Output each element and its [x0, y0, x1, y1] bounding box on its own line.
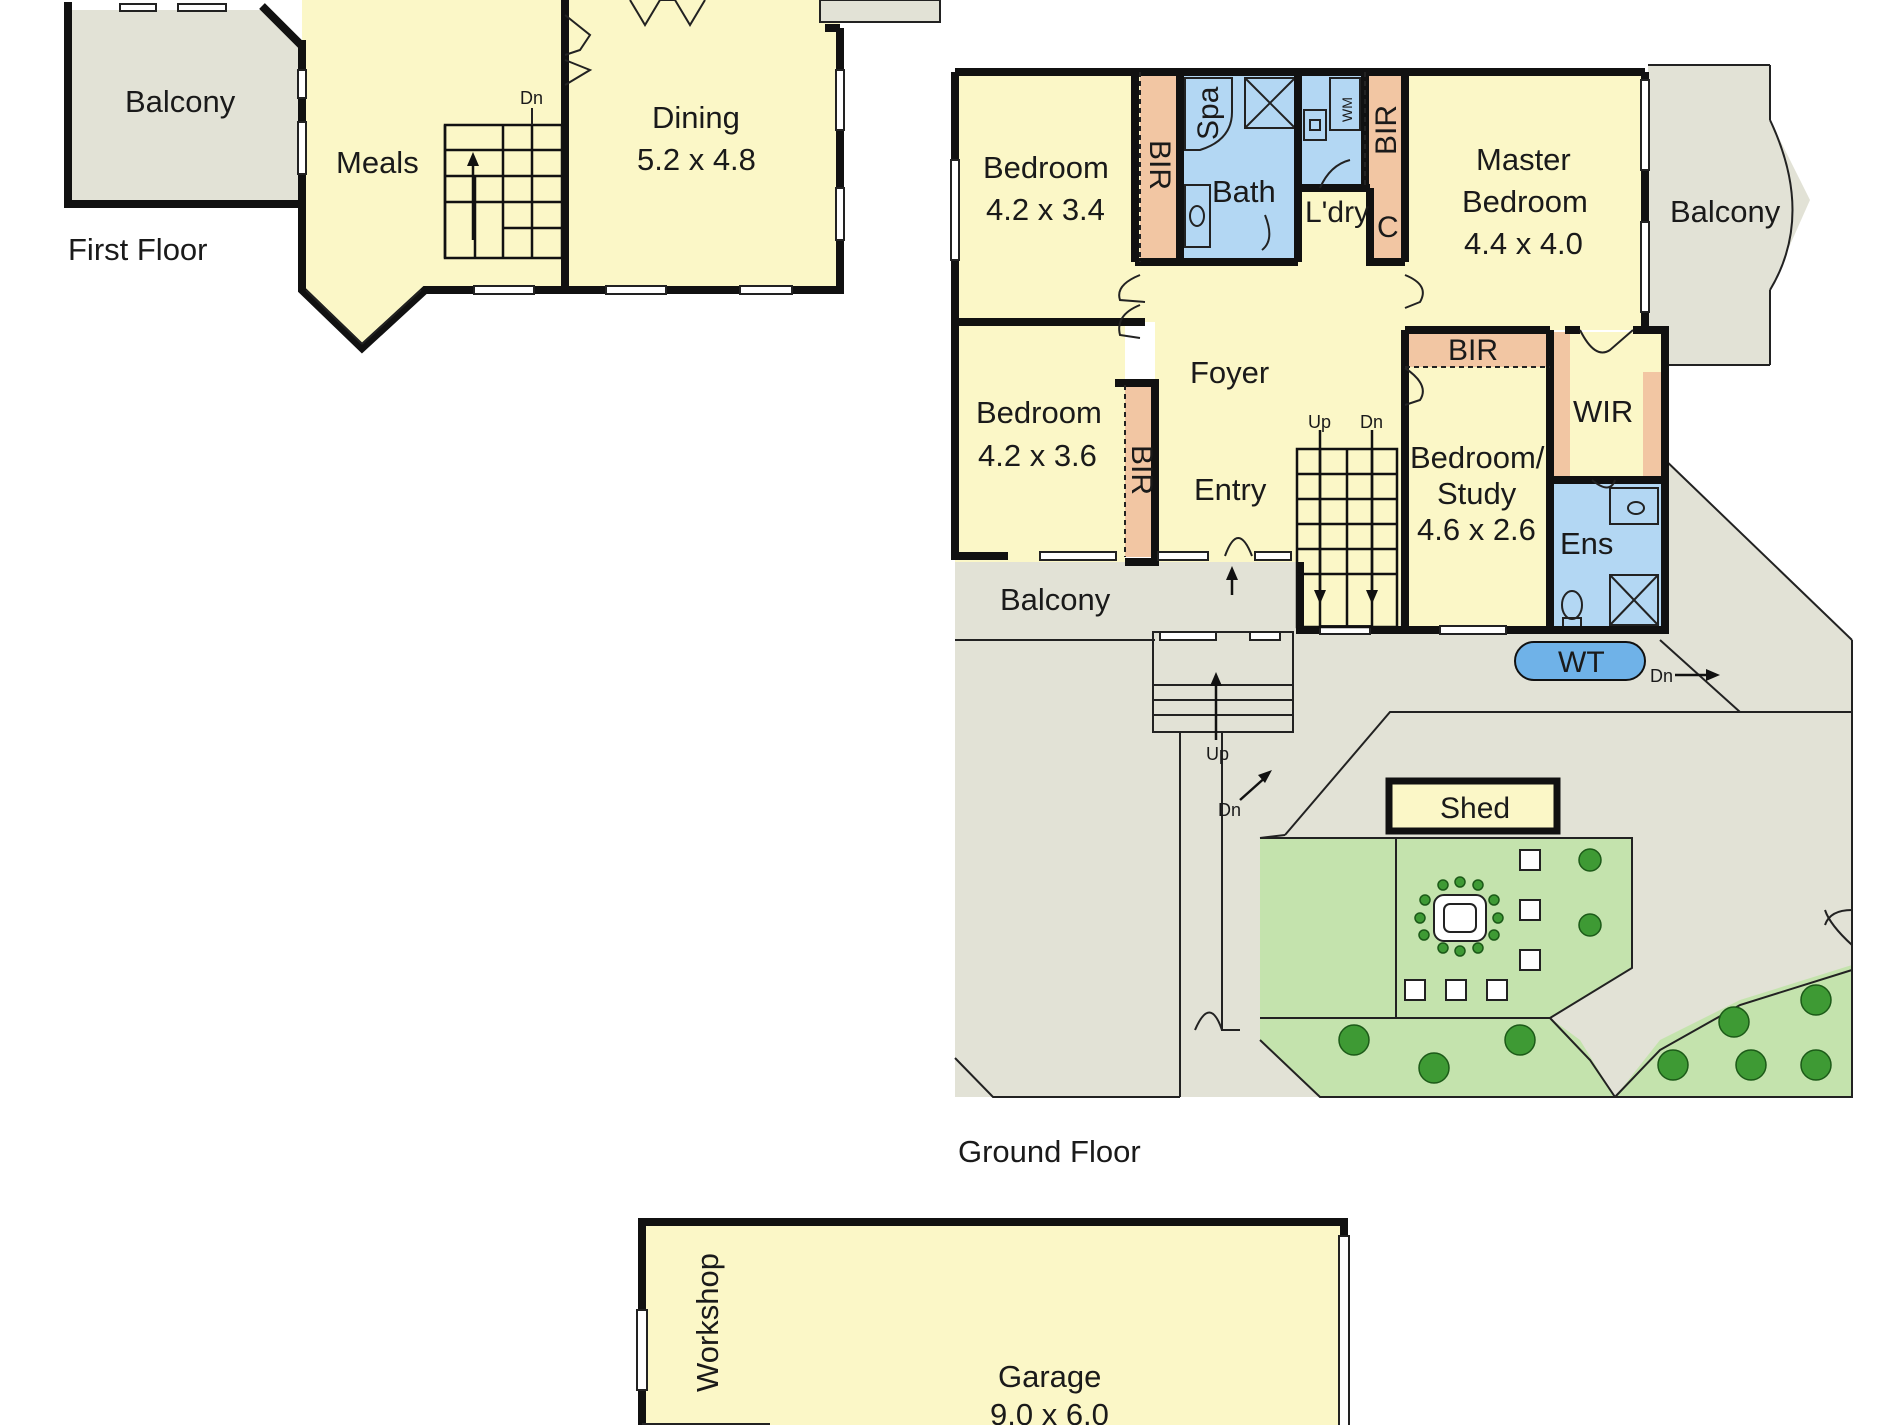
- master-label-2: Bedroom: [1462, 184, 1588, 219]
- first-floor: Dn Balcony Meals Dining 5.2 x 4.8 First …: [64, 0, 941, 354]
- bir-2: [1125, 385, 1155, 557]
- door-swing-icon: [564, 14, 592, 56]
- laundry-label: L'dry: [1305, 196, 1369, 229]
- study-label-1: Bedroom/: [1410, 440, 1545, 475]
- bath-label: Bath: [1212, 174, 1276, 209]
- study-room: [1405, 367, 1550, 632]
- master-label-1: Master: [1476, 142, 1571, 177]
- bedroom-1-room: [955, 72, 1140, 322]
- meals-label: Meals: [336, 145, 419, 180]
- garage-label: Garage: [998, 1359, 1101, 1394]
- entry-label: Entry: [1194, 472, 1267, 507]
- window-icon: [119, 3, 157, 12]
- bir-1: [1140, 72, 1180, 262]
- bir-2-label: BIR: [1125, 445, 1158, 495]
- first-balcony-label: Balcony: [125, 84, 236, 119]
- spa-label: Spa: [1192, 86, 1225, 140]
- ensuite-room: [1550, 480, 1665, 630]
- door-swing-icon: [1118, 274, 1146, 303]
- entry-porch-area: [1155, 562, 1300, 732]
- lower-level: Workshop Garage 9.0 x 6.0: [636, 1218, 1350, 1425]
- inner-stair-up-label: Up: [1308, 412, 1331, 432]
- bir-study-label: BIR: [1448, 334, 1498, 367]
- garage-size: 9.0 x 6.0: [990, 1397, 1109, 1425]
- meals-room: [302, 0, 565, 347]
- master-bedroom-room: [1405, 72, 1648, 330]
- bedroom-2-size: 4.2 x 3.6: [978, 438, 1097, 473]
- workshop-label: Workshop: [690, 1253, 725, 1392]
- inner-stair-dn-label: Dn: [1360, 412, 1383, 432]
- cupboard: [1370, 188, 1405, 262]
- front-steps: [1152, 631, 1294, 733]
- window-icon: [177, 3, 227, 12]
- bir-study: [1405, 332, 1550, 367]
- bedroom-1-label: Bedroom: [983, 150, 1109, 185]
- water-tank: [1514, 641, 1646, 681]
- front-balcony-area: [955, 562, 1155, 632]
- study-label-2: Study: [1437, 476, 1517, 511]
- bir-1-label: BIR: [1143, 140, 1176, 190]
- shed-label: Shed: [1440, 792, 1510, 825]
- path-dn-label: Dn: [1218, 800, 1241, 820]
- wm-label: WM: [1339, 97, 1355, 122]
- bedroom-2-room: [955, 322, 1125, 562]
- cupboard-label: C: [1377, 211, 1399, 244]
- tree-icon: [1338, 848, 1832, 1084]
- spa-fixture: [1184, 77, 1233, 151]
- first-stair-label: Dn: [520, 88, 543, 108]
- bir-laundry: [1365, 72, 1407, 188]
- outdoor-setting: [1404, 849, 1541, 1001]
- foyer-room: [1140, 262, 1405, 632]
- front-balcony-label: Balcony: [1000, 582, 1111, 617]
- east-balcony-label: Balcony: [1670, 194, 1781, 229]
- foyer-label: Foyer: [1190, 355, 1269, 390]
- first-stair: Dn: [443, 88, 564, 260]
- bedroom-1-size: 4.2 x 3.4: [986, 192, 1105, 227]
- bir-laundry-label: BIR: [1370, 105, 1403, 155]
- ground-floor: Up Dn Up Dn WT Dn Shed: [950, 64, 1900, 1169]
- first-floor-title: First Floor: [68, 232, 208, 267]
- ensuite-label: Ens: [1560, 526, 1613, 561]
- water-tank-label: WT: [1558, 646, 1605, 679]
- garage-room: [642, 1222, 1344, 1425]
- wm-fixture: [1329, 77, 1361, 131]
- dining-size: 5.2 x 4.8: [637, 142, 756, 177]
- study-size: 4.6 x 2.6: [1417, 512, 1536, 547]
- tank-dn-label: Dn: [1650, 666, 1673, 686]
- ground-floor-title: Ground Floor: [958, 1134, 1141, 1169]
- bedroom-2-label: Bedroom: [976, 395, 1102, 430]
- front-steps-up-label: Up: [1206, 744, 1229, 764]
- dining-label: Dining: [652, 100, 740, 135]
- shed: [1385, 777, 1561, 835]
- first-balcony-area: [68, 10, 302, 200]
- dining-room: [565, 0, 840, 290]
- window-icon: [950, 159, 960, 261]
- master-size: 4.4 x 4.0: [1464, 226, 1583, 261]
- wir-label: WIR: [1573, 394, 1633, 429]
- inner-stair: Up Dn: [1295, 412, 1399, 629]
